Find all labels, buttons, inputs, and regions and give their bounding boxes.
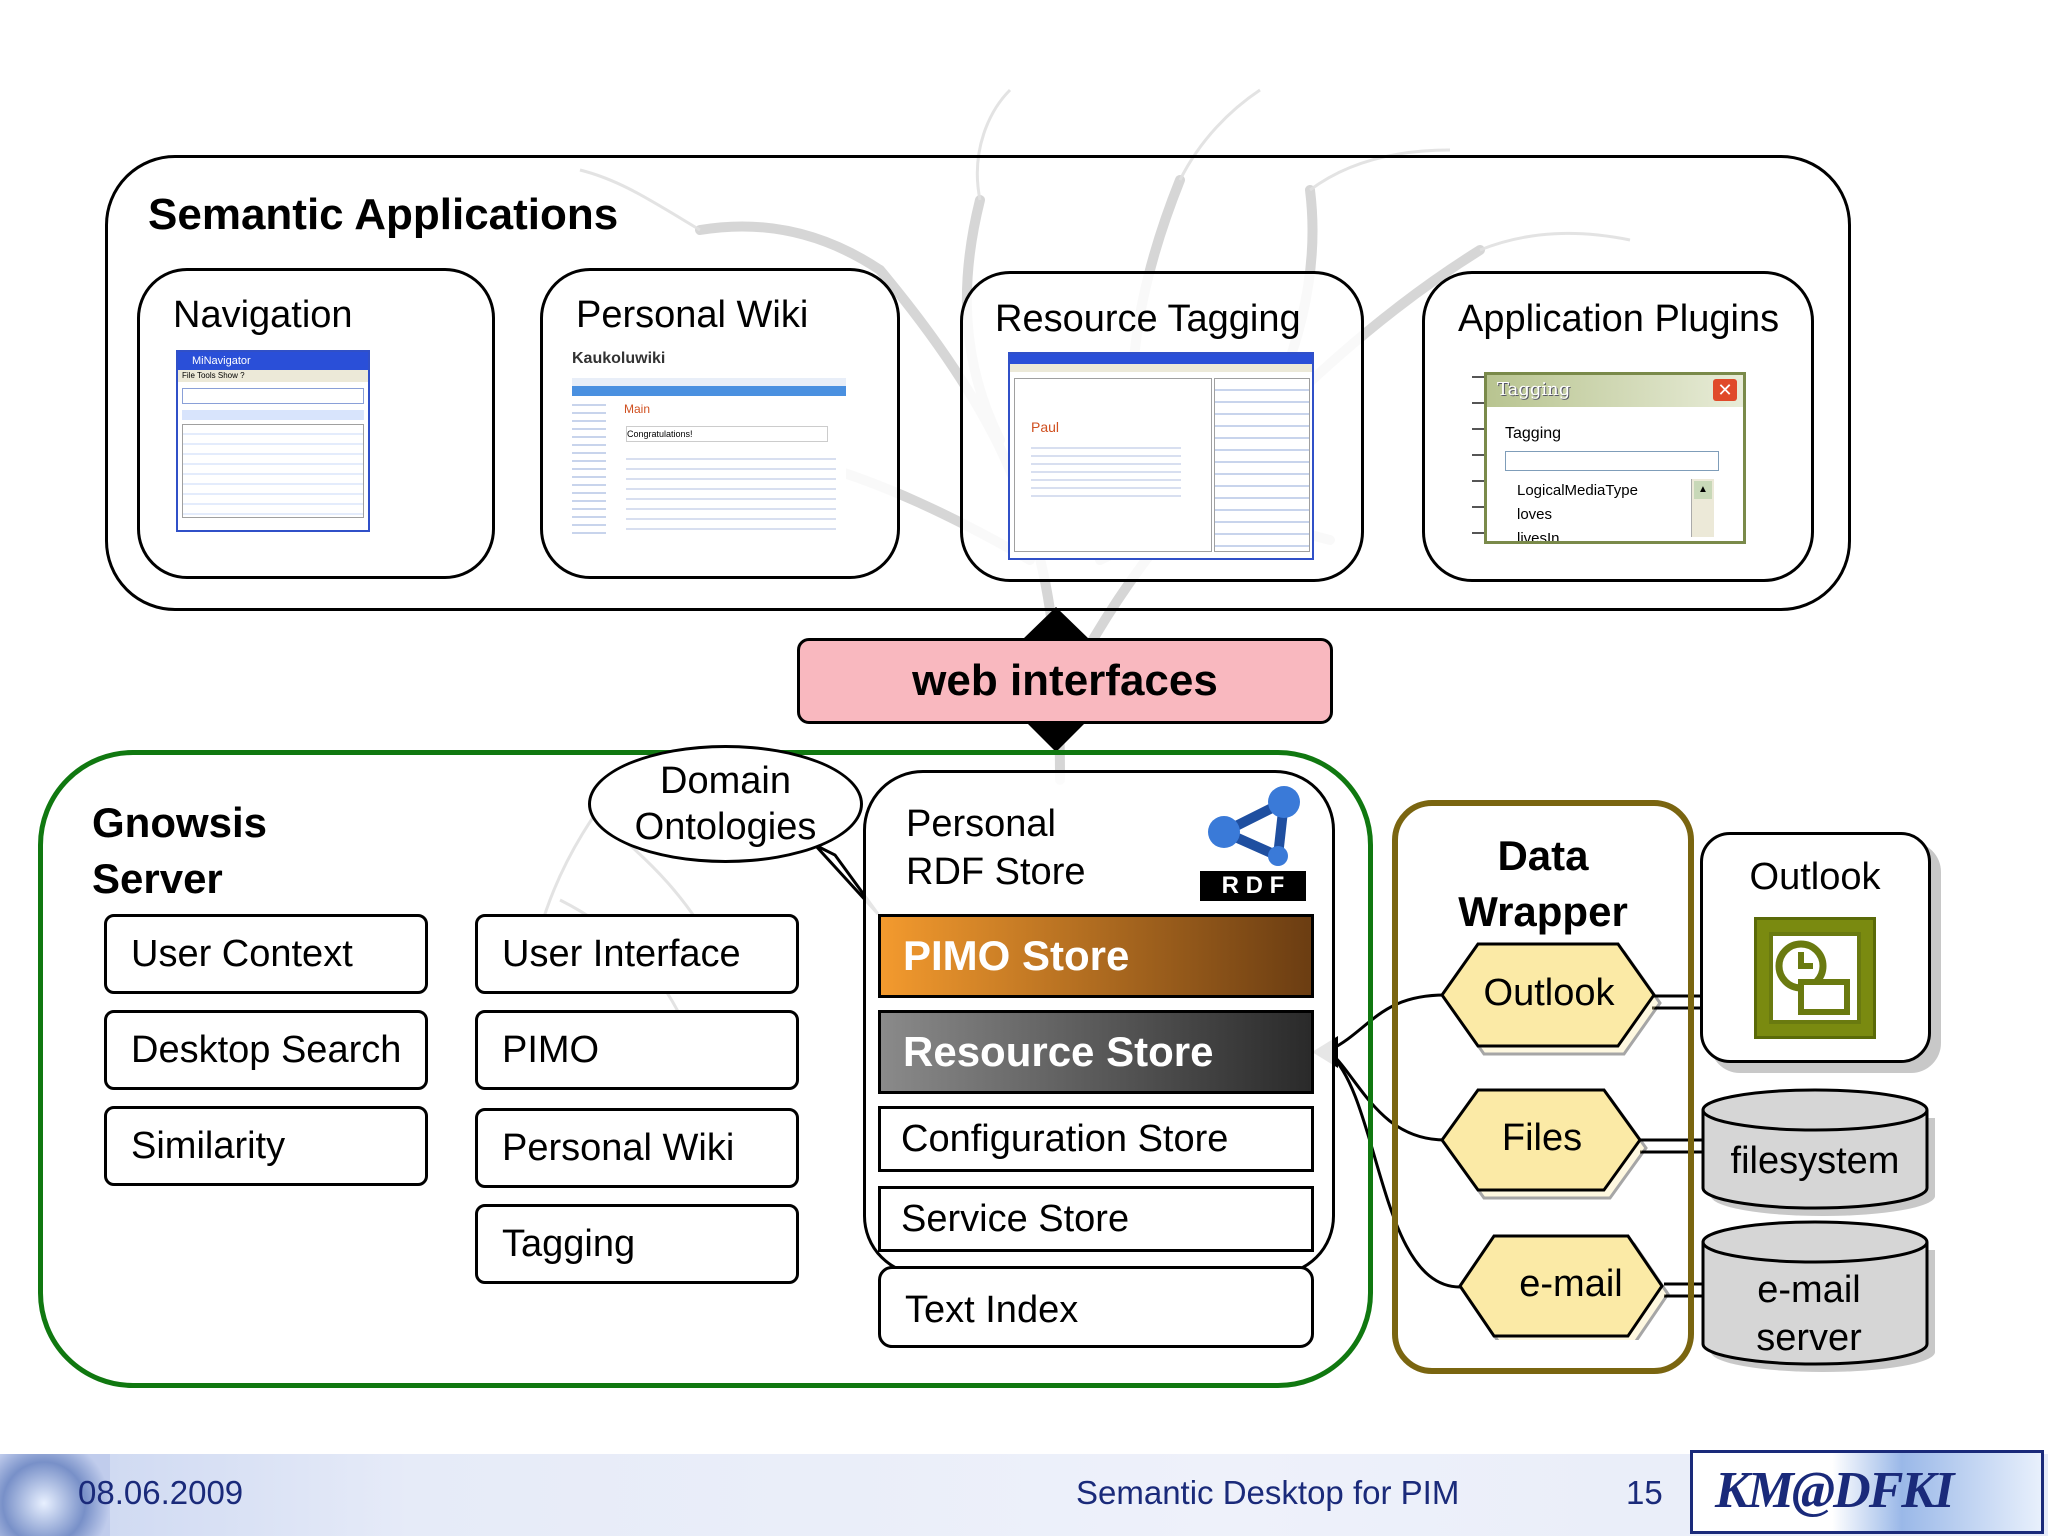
wiki-logo: Kaukoluwiki [572,350,666,367]
km-dfki-logo: KM@DFKI [1690,1450,2044,1534]
km-dfki-logo-text: KM@DFKI [1715,1462,1954,1519]
text-index[interactable]: Text Index [878,1266,1314,1348]
filesystem-source[interactable] [1700,1088,1940,1218]
tagging-screenshot: Paul [1008,352,1314,560]
web-interfaces-bar: web interfaces [797,638,1333,724]
rdf-store-title: Personal RDF Store [906,803,1086,893]
component-tagging[interactable]: Tagging [475,1204,799,1284]
wiki-page-text: Congratulations! [626,426,828,442]
navigation-screenshot: MiNavigator File Tools Show ? [176,350,370,532]
semantic-applications-title: Semantic Applications [148,190,619,239]
callout-tail [813,843,880,916]
wrapper-outlook-label[interactable]: Outlook [1483,972,1615,1014]
navigation-window-title: MiNavigator [178,352,368,370]
wrapper-files-label[interactable]: Files [1501,1117,1583,1159]
plugin-tagging-dialog: Tagging ✕ Tagging LogicalMediaType loves… [1484,372,1746,544]
globe-icon [0,1454,110,1536]
component-user-interface[interactable]: User Interface [475,914,799,994]
wrapper-email-label[interactable]: e-mail [1519,1263,1623,1305]
email-server-source[interactable] [1700,1218,1940,1378]
files-wrapper-connector [1328,1050,1446,1142]
component-similarity[interactable]: Similarity [104,1106,428,1186]
arrow-down-head [1022,718,1090,752]
wiki-page-title: Main [624,402,651,416]
plugin-field-label: Tagging [1505,425,1562,442]
configuration-store[interactable]: Configuration Store [878,1106,1314,1172]
app-application-plugins-label: Application Plugins [1458,298,1780,340]
domain-ontologies-callout: Domain Ontologies [588,745,863,863]
footer-date: 08.06.2009 [78,1474,244,1511]
plugin-options-list[interactable]: LogicalMediaType loves livesIn [1517,479,1638,544]
app-navigation-label: Navigation [173,294,353,336]
outlook-wrapper-hexagon [1440,942,1656,1048]
filesystem-label: filesystem [1730,1140,1900,1182]
gnowsis-server-title: Gnowsis Server [92,799,268,902]
plugin-option[interactable]: loves [1517,506,1553,523]
plugin-option[interactable]: LogicalMediaType [1517,482,1638,499]
wrapper-hexagons [1440,942,1664,1338]
tagging-heading: Paul [1031,419,1060,435]
outlook-app-icon [1754,917,1876,1039]
plugin-tag-input[interactable] [1505,451,1719,471]
outlook-wrapper-connector [1329,993,1446,1052]
resource-store[interactable]: Resource Store [878,1010,1314,1094]
plugin-dialog-title: Tagging [1497,379,1571,400]
data-wrapper-panel [1392,800,1694,1374]
outlook-source-label: Outlook [1749,856,1881,898]
component-pimo[interactable]: PIMO [475,1010,799,1090]
email-wrapper-hexagon [1458,1234,1664,1338]
files-wrapper-hexagon [1440,1088,1642,1192]
data-wrapper-title: Data Wrapper [1458,832,1628,935]
plugin-option[interactable]: livesIn [1517,530,1560,544]
email-server-label: e-mail server [1756,1269,1862,1359]
email-wrapper-connector [1328,1052,1461,1289]
rdf-logo-icon: R D F [1200,784,1306,901]
service-store[interactable]: Service Store [878,1186,1314,1252]
close-icon[interactable]: ✕ [1713,379,1737,401]
component-personal-wiki[interactable]: Personal Wiki [475,1108,799,1188]
plugin-scrollbar[interactable]: ▲ [1691,479,1714,537]
navigation-menu: File Tools Show ? [178,370,368,382]
chevron-up-icon[interactable]: ▲ [1694,481,1712,499]
app-resource-tagging-label: Resource Tagging [995,298,1301,340]
footer-page-number: 15 [1626,1474,1663,1511]
rdf-logo-text: R D F [1200,871,1306,901]
component-user-context[interactable]: User Context [104,914,428,994]
footer-title: Semantic Desktop for PIM [1076,1474,1460,1511]
wiki-screenshot: Kaukoluwiki Main Congratulations! [572,350,846,540]
arrow-up-head [1022,607,1090,640]
component-desktop-search[interactable]: Desktop Search [104,1010,428,1090]
semantic-applications-panel [105,155,1851,611]
app-personal-wiki-label: Personal Wiki [576,294,809,336]
pimo-store[interactable]: PIMO Store [878,914,1314,998]
